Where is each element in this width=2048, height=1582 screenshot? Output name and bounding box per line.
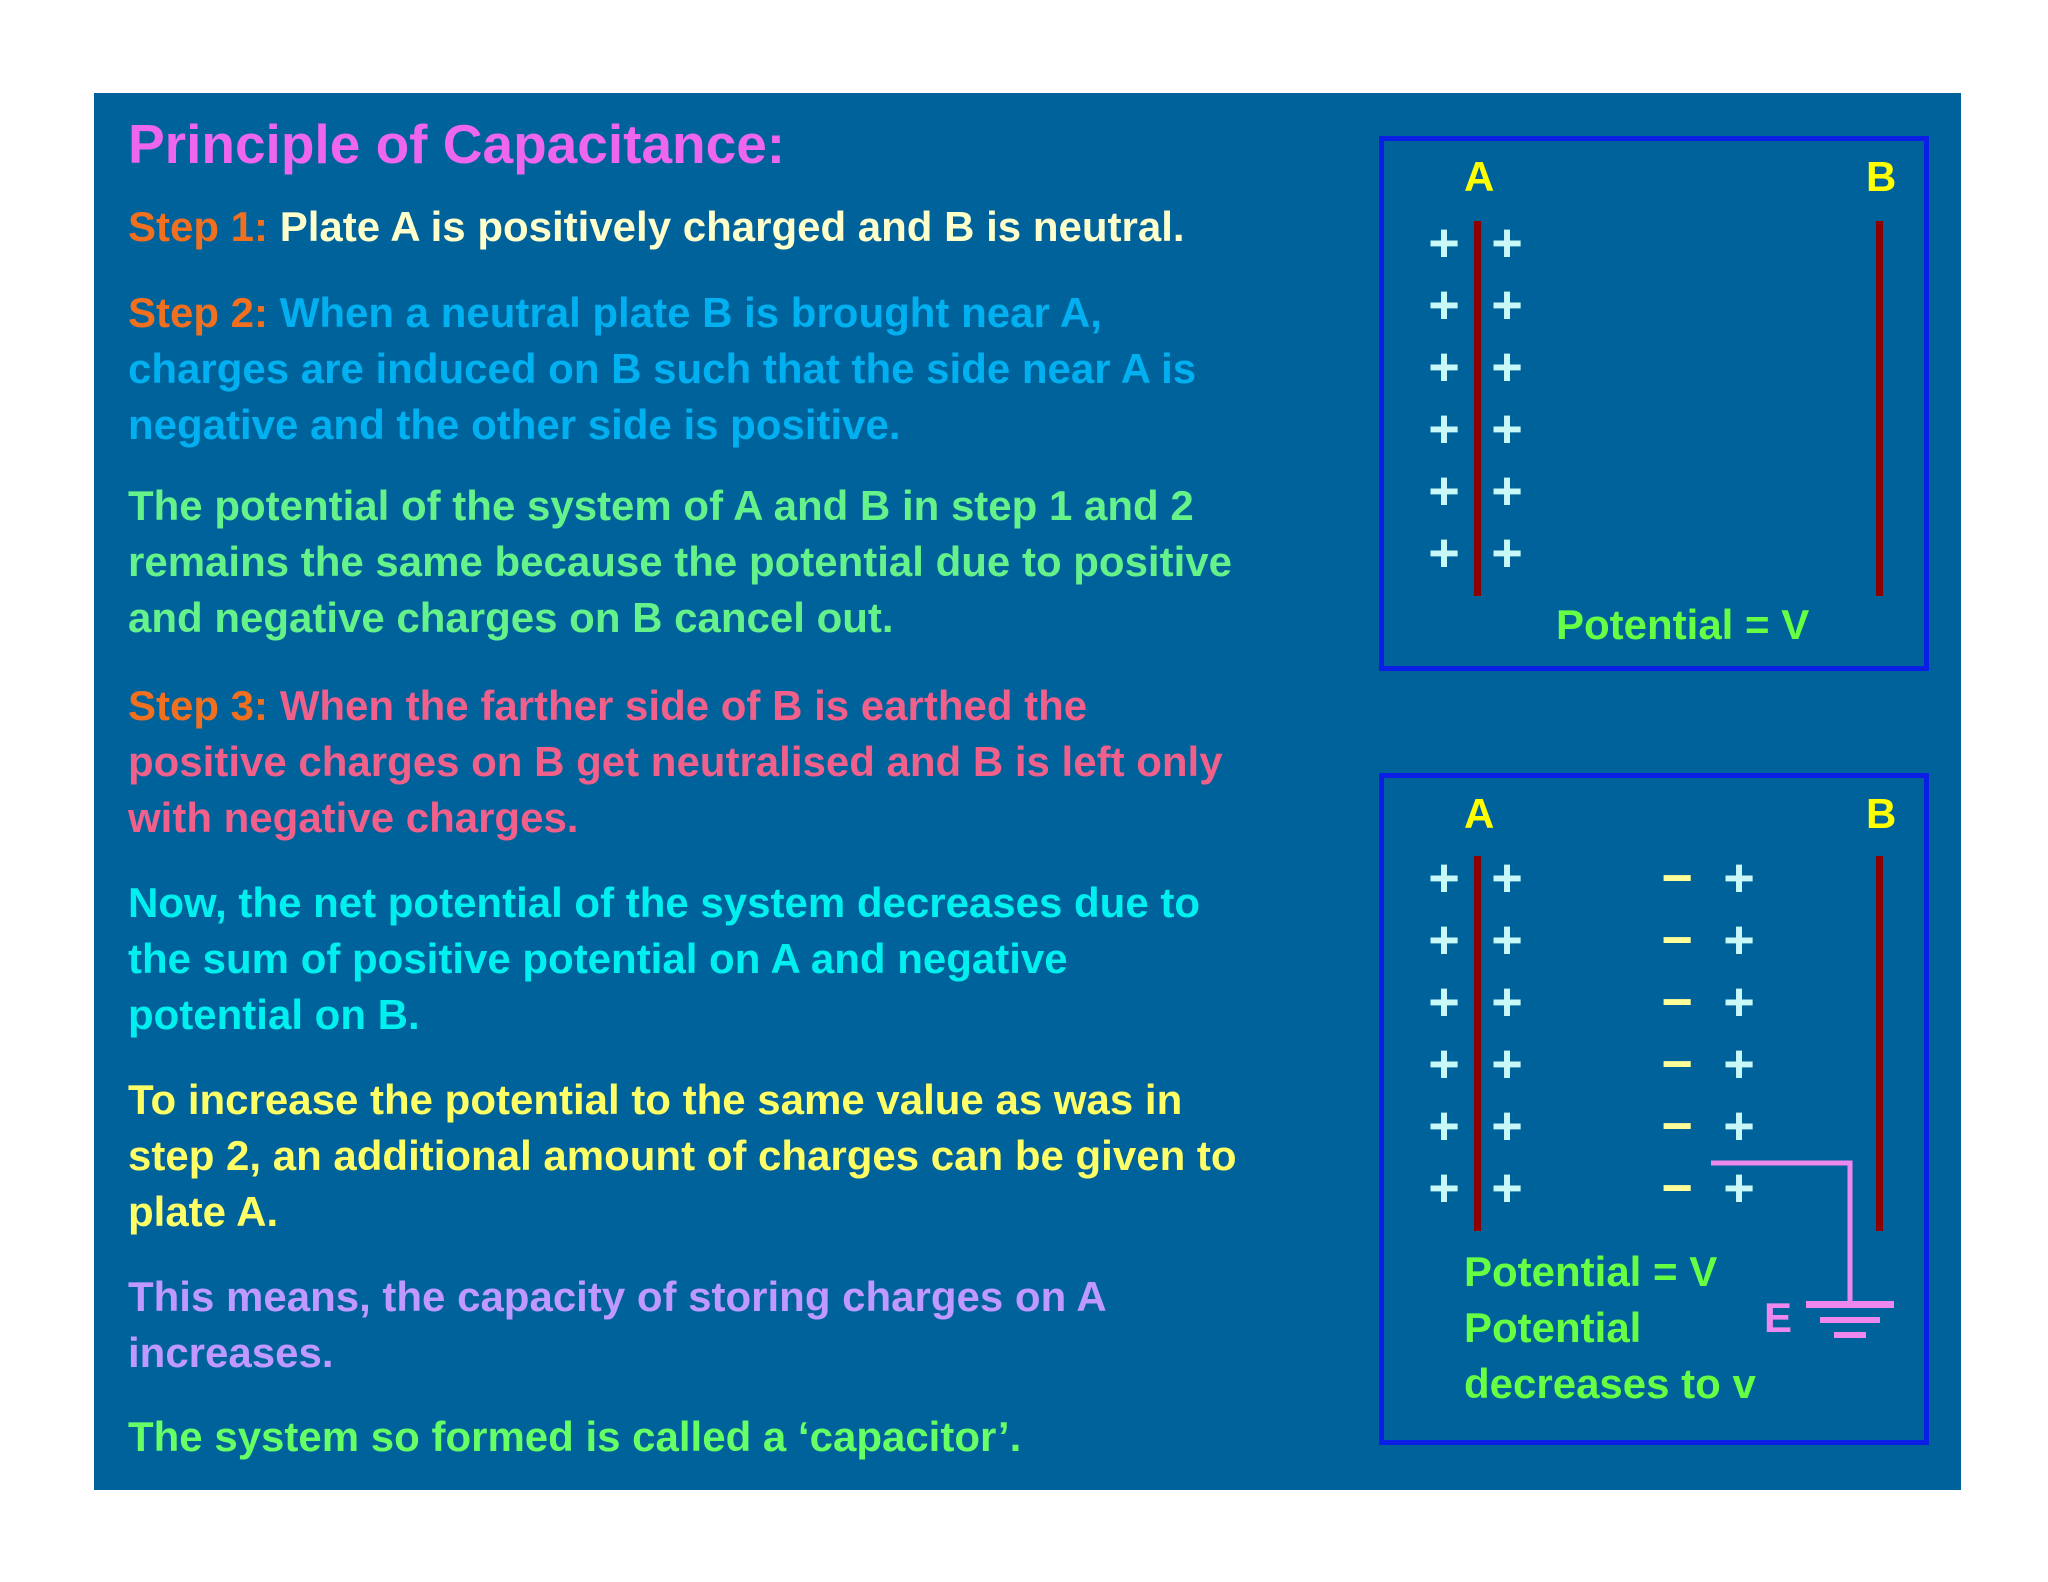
plus-charge: + bbox=[1723, 972, 1755, 1032]
increase-line: plate A. bbox=[128, 1188, 279, 1235]
potential-note-line: The potential of the system of A and B i… bbox=[128, 482, 1194, 529]
minus-charge: − bbox=[1661, 1034, 1693, 1094]
step1-paragraph: Step 1: Plate A is positively charged an… bbox=[128, 199, 1185, 255]
plus-charge: + bbox=[1491, 213, 1523, 273]
step3-key: Step 3: bbox=[128, 682, 269, 729]
plus-charge: + bbox=[1428, 461, 1460, 521]
plus-charge: + bbox=[1491, 1158, 1523, 1218]
earth-label: E bbox=[1764, 1294, 1793, 1341]
step2-line: negative and the other side is positive. bbox=[128, 401, 901, 448]
diagram-step2-drawing: ++++++++++++ bbox=[1428, 213, 1883, 596]
earth-symbol-line bbox=[1806, 1301, 1894, 1308]
plus-charge: + bbox=[1491, 523, 1523, 583]
earth-wire bbox=[1711, 1160, 1853, 1305]
earth-symbol-line bbox=[1834, 1332, 1866, 1338]
plus-charge: + bbox=[1428, 523, 1460, 583]
net-potential-paragraph: Now, the net potential of the system dec… bbox=[128, 875, 1200, 1043]
step2-key: Step 2: bbox=[128, 289, 269, 336]
capacity-paragraph: This means, the capacity of storing char… bbox=[128, 1269, 1107, 1381]
minus-charge: − bbox=[1661, 848, 1693, 908]
plus-charge: + bbox=[1428, 275, 1460, 335]
step2-paragraph: Step 2: When a neutral plate B is brough… bbox=[128, 285, 1196, 453]
plus-charge: + bbox=[1491, 461, 1523, 521]
minus-charge: − bbox=[1661, 972, 1693, 1032]
conclusion-line: The system so formed is called a ‘capaci… bbox=[128, 1413, 1022, 1460]
step1-text: Plate A is positively charged and B is n… bbox=[268, 203, 1185, 250]
step2-line: When a neutral plate B is brought near A… bbox=[268, 289, 1102, 336]
earth-symbol-line bbox=[1820, 1317, 1880, 1323]
minus-charge: − bbox=[1661, 910, 1693, 970]
plus-charge: + bbox=[1428, 1158, 1460, 1218]
plate-a bbox=[1474, 221, 1481, 596]
conclusion-paragraph: The system so formed is called a ‘capaci… bbox=[128, 1409, 1021, 1465]
net-potential-line: Now, the net potential of the system dec… bbox=[128, 879, 1201, 926]
plus-charge: + bbox=[1428, 910, 1460, 970]
plus-charge: + bbox=[1491, 275, 1523, 335]
plate-b-label: B bbox=[1866, 153, 1897, 200]
plate-a bbox=[1474, 856, 1481, 1231]
step2-line: charges are induced on B such that the s… bbox=[128, 345, 1197, 392]
plus-charge: + bbox=[1491, 399, 1523, 459]
potential-label: Potential = V bbox=[1464, 1248, 1718, 1295]
plus-charge: + bbox=[1428, 972, 1460, 1032]
step3-line: positive charges on B get neutralised an… bbox=[128, 738, 1223, 785]
plus-charge: + bbox=[1428, 1096, 1460, 1156]
plus-charge: + bbox=[1723, 848, 1755, 908]
minus-charge: − bbox=[1661, 1096, 1693, 1156]
slide-title: Principle of Capacitance: bbox=[128, 113, 786, 175]
potential-note-paragraph: The potential of the system of A and B i… bbox=[128, 478, 1232, 646]
diagram-step2-box: A B ++++++++++++ Potential = V bbox=[1379, 136, 1929, 671]
capacity-line: This means, the capacity of storing char… bbox=[128, 1273, 1107, 1320]
step3-line: When the farther side of B is earthed th… bbox=[268, 682, 1088, 729]
plate-a-label: A bbox=[1464, 153, 1495, 200]
plate-a-label: A bbox=[1464, 790, 1495, 837]
potential-label: Potential = V bbox=[1556, 601, 1810, 648]
minus-charge: − bbox=[1661, 1158, 1693, 1218]
plus-charge: + bbox=[1428, 848, 1460, 908]
step1-key: Step 1: bbox=[128, 203, 269, 250]
plus-charge: + bbox=[1428, 213, 1460, 273]
potential-note-line: remains the same because the potential d… bbox=[128, 538, 1232, 585]
plus-charge: + bbox=[1491, 1096, 1523, 1156]
plus-charge: + bbox=[1491, 1034, 1523, 1094]
plus-charge: + bbox=[1428, 1034, 1460, 1094]
plus-charge: + bbox=[1428, 399, 1460, 459]
step3-paragraph: Step 3: When the farther side of B is ea… bbox=[128, 678, 1223, 846]
plus-charge: + bbox=[1491, 848, 1523, 908]
diagram-step3-box: A B ++−+++−+++−+++−+++−+++−+ Potential =… bbox=[1379, 773, 1929, 1445]
slide: Principle of Capacitance: Step 1: Plate … bbox=[94, 93, 1961, 1490]
plus-charge: + bbox=[1723, 910, 1755, 970]
net-potential-line: potential on B. bbox=[128, 991, 420, 1038]
plus-charge: + bbox=[1491, 337, 1523, 397]
plus-charge: + bbox=[1723, 1158, 1755, 1218]
plus-charge: + bbox=[1491, 910, 1523, 970]
potential-label: Potential bbox=[1464, 1304, 1642, 1351]
plus-charge: + bbox=[1723, 1096, 1755, 1156]
increase-paragraph: To increase the potential to the same va… bbox=[128, 1072, 1237, 1240]
diagram-step3-drawing: ++−+++−+++−+++−+++−+++−+ bbox=[1428, 848, 1894, 1338]
potential-note-line: and negative charges on B cancel out. bbox=[128, 594, 894, 641]
plate-b bbox=[1876, 221, 1883, 596]
plus-charge: + bbox=[1723, 1034, 1755, 1094]
step3-line: with negative charges. bbox=[128, 794, 579, 841]
potential-label: decreases to v bbox=[1464, 1360, 1756, 1407]
plus-charge: + bbox=[1428, 337, 1460, 397]
net-potential-line: the sum of positive potential on A and n… bbox=[128, 935, 1068, 982]
plus-charge: + bbox=[1491, 972, 1523, 1032]
increase-line: To increase the potential to the same va… bbox=[128, 1076, 1183, 1123]
capacity-line: increases. bbox=[128, 1329, 334, 1376]
plate-b bbox=[1876, 856, 1883, 1231]
plate-b-label: B bbox=[1866, 790, 1897, 837]
increase-line: step 2, an additional amount of charges … bbox=[128, 1132, 1237, 1179]
